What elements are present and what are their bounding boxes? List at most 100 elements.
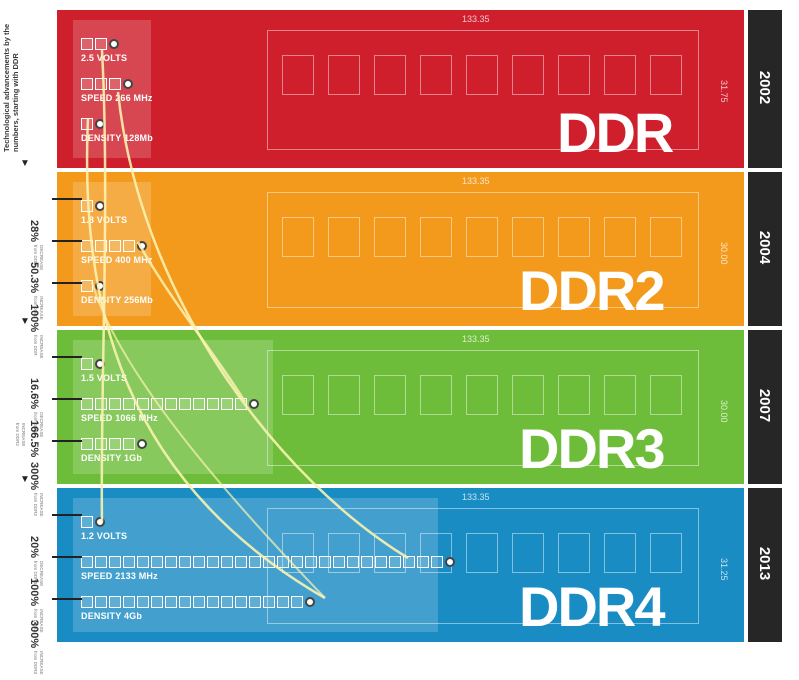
speed-unit-box	[123, 240, 135, 252]
speed-unit-box	[291, 556, 303, 568]
stat-2: 300%INCREASE from DDR3	[0, 620, 44, 680]
memory-chip	[558, 533, 590, 573]
stat-description: INCREASE from DDR2	[15, 423, 27, 447]
speed-unit-box	[375, 556, 387, 568]
volts-label: 1.2 VOLTS	[81, 531, 128, 541]
volts-end-dot	[109, 39, 119, 49]
memory-chip	[558, 55, 590, 95]
density-label: DENSITY 128Mb	[81, 133, 153, 143]
density-unit-box	[263, 596, 275, 608]
memory-chip	[558, 217, 590, 257]
volts-unit-box	[95, 38, 107, 50]
year-text: 2007	[756, 388, 774, 423]
density-unit-box	[221, 596, 233, 608]
memory-chip	[512, 375, 544, 415]
speed-label: SPEED 266 MHz	[81, 93, 153, 103]
speed-unit-box	[109, 78, 121, 90]
speed-unit-box	[179, 398, 191, 410]
generation-name: DDR2	[519, 259, 665, 322]
volts-label: 1.8 VOLTS	[81, 215, 128, 225]
speed-unit-box	[95, 78, 107, 90]
down-arrow: ▼	[20, 474, 30, 485]
density-label: DENSITY 1Gb	[81, 453, 143, 463]
year-cell: 2013	[748, 488, 782, 642]
speed-unit-box	[137, 398, 149, 410]
memory-chip	[466, 55, 498, 95]
density-unit-box	[109, 438, 121, 450]
volts-end-dot	[95, 359, 105, 369]
volts-indicator	[81, 358, 105, 370]
density-unit-box	[277, 596, 289, 608]
module-height-label: 31.75	[719, 80, 729, 103]
down-arrow: ▼	[20, 158, 30, 169]
speed-unit-box	[361, 556, 373, 568]
speed-unit-box	[95, 398, 107, 410]
speed-indicator	[81, 398, 259, 410]
year-text: 2002	[756, 70, 774, 105]
memory-chip	[650, 375, 682, 415]
density-label: DENSITY 4Gb	[81, 611, 143, 621]
module-width-label: 133.35	[462, 176, 490, 186]
speed-unit-box	[165, 556, 177, 568]
speed-unit-box	[249, 556, 261, 568]
memory-chip	[328, 55, 360, 95]
stat-leader-line	[52, 514, 82, 516]
speed-label: SPEED 400 MHz	[81, 255, 153, 265]
stat-leader-line	[52, 282, 82, 284]
memory-chip	[328, 375, 360, 415]
generation-name: DDR4	[519, 575, 665, 638]
speed-unit-box	[389, 556, 401, 568]
speed-end-dot	[445, 557, 455, 567]
speed-unit-box	[123, 556, 135, 568]
speed-unit-box	[221, 398, 233, 410]
year-text: 2013	[756, 546, 774, 581]
memory-chip	[282, 217, 314, 257]
speed-end-dot	[249, 399, 259, 409]
module-height-label: 30.00	[719, 400, 729, 423]
speed-unit-box	[137, 556, 149, 568]
speed-unit-box	[151, 556, 163, 568]
density-unit-box	[137, 596, 149, 608]
memory-chip	[466, 375, 498, 415]
speed-unit-box	[95, 556, 107, 568]
volts-indicator	[81, 200, 105, 212]
year-label: 2007	[748, 389, 782, 422]
speed-unit-box	[319, 556, 331, 568]
memory-module-outline	[267, 30, 699, 150]
density-unit-box	[291, 596, 303, 608]
speed-unit-box	[235, 556, 247, 568]
density-unit-box	[193, 596, 205, 608]
generation-name: DDR3	[519, 417, 665, 480]
density-unit-box	[81, 280, 93, 292]
year-label: 2002	[748, 71, 782, 104]
speed-unit-box	[305, 556, 317, 568]
speed-indicator	[81, 240, 147, 252]
speed-unit-box	[165, 398, 177, 410]
speed-unit-box	[347, 556, 359, 568]
down-arrow: ▼	[20, 316, 30, 327]
memory-chip	[420, 375, 452, 415]
memory-chip	[604, 533, 636, 573]
stats-sidebar: Technological advancements by the number…	[0, 0, 52, 655]
density-unit-box	[123, 596, 135, 608]
speed-unit-box	[417, 556, 429, 568]
generation-name: DDR	[557, 101, 674, 164]
module-height-label: 31.25	[719, 558, 729, 581]
module-height-label: 30.00	[719, 242, 729, 265]
density-unit-box	[123, 438, 135, 450]
speed-unit-box	[123, 398, 135, 410]
module-width-label: 133.35	[462, 334, 490, 344]
speed-label: SPEED 2133 MHz	[81, 571, 158, 581]
stat-percent: 20%	[28, 536, 40, 559]
speed-indicator	[81, 556, 455, 568]
memory-chip	[420, 217, 452, 257]
memory-chip	[558, 375, 590, 415]
volts-unit-box	[81, 358, 93, 370]
density-unit-box	[249, 596, 261, 608]
speed-unit-box	[207, 398, 219, 410]
density-indicator	[81, 438, 147, 450]
memory-chip	[374, 55, 406, 95]
memory-chip	[604, 217, 636, 257]
density-end-dot	[95, 119, 105, 129]
